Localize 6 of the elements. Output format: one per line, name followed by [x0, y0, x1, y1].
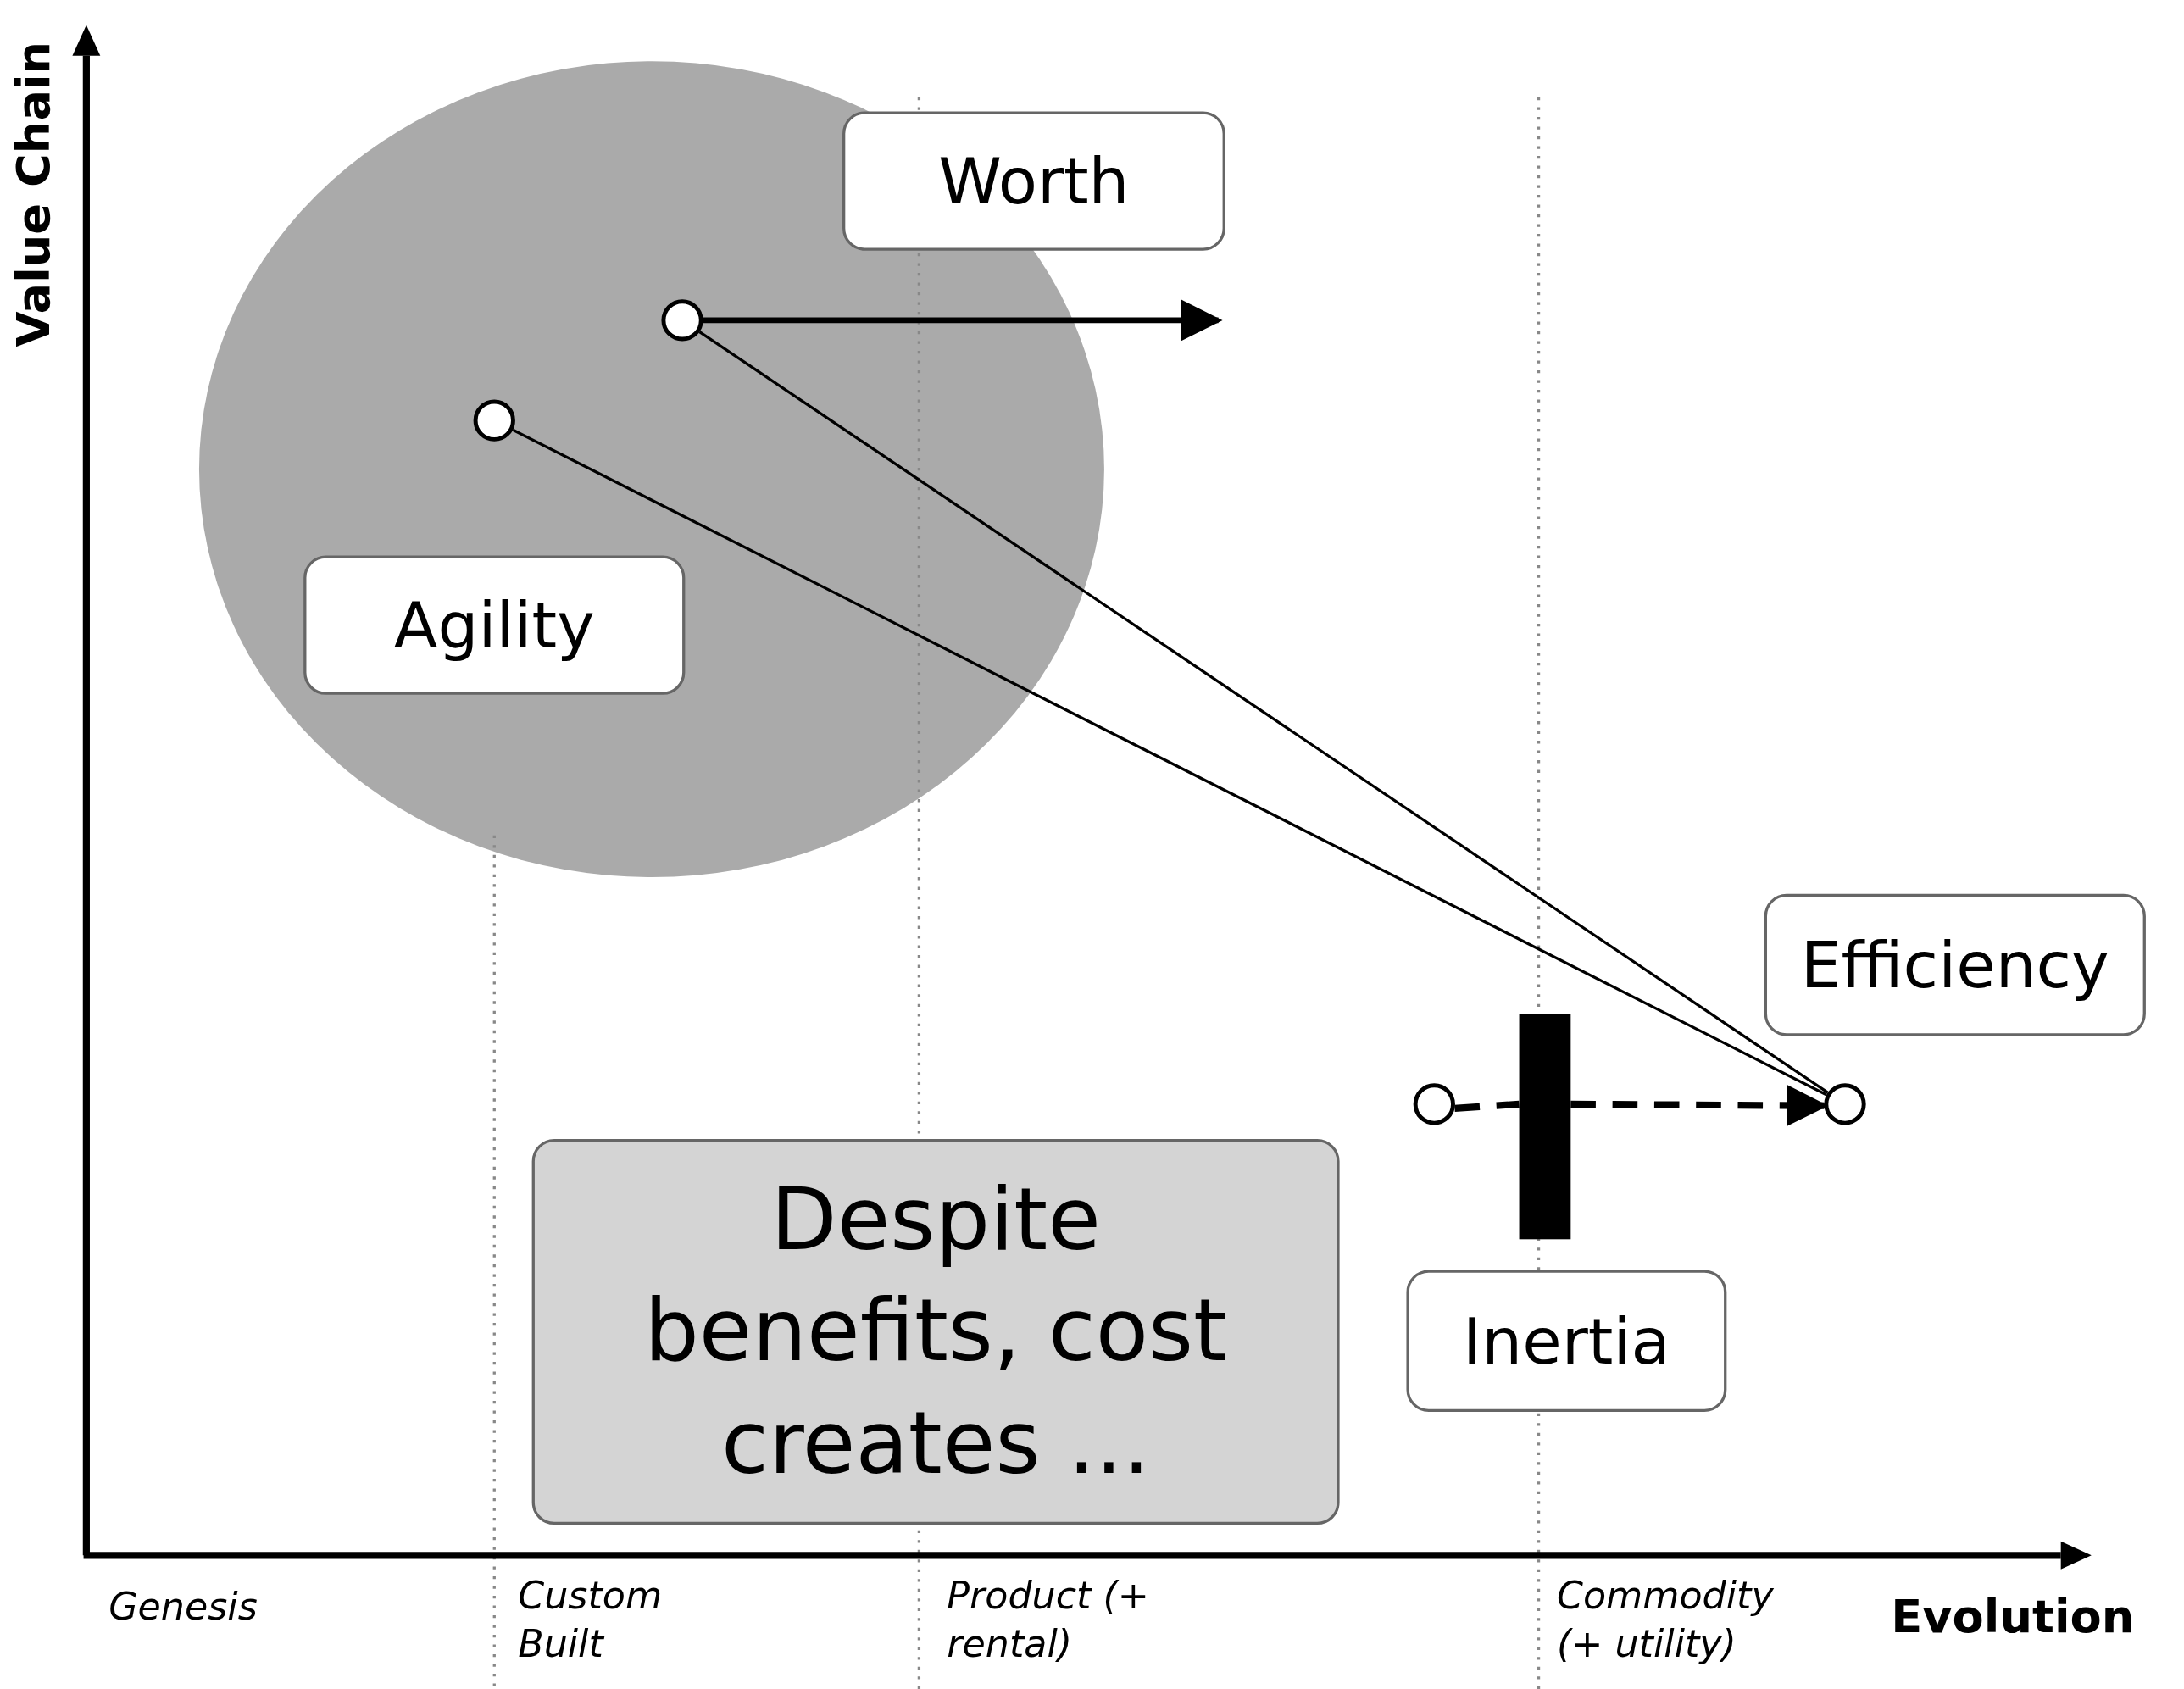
axis-title: Evolution [1891, 1587, 2135, 1645]
stage-label: Genesis [108, 1583, 258, 1630]
axis-title: Value Chain [5, 40, 62, 349]
stage-label: Commodity (+ utility) [1556, 1572, 1775, 1668]
stage-label: Custom Built [518, 1572, 664, 1668]
stage-label: Product (+ rental) [947, 1572, 1151, 1668]
